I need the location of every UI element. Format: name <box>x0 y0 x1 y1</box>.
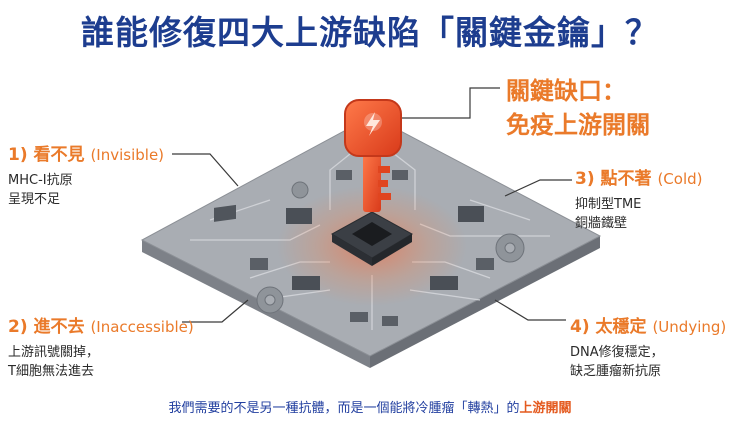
defect-undying: 4) 太穩定 (Undying) DNA修復穩定， 缺乏腫瘤新抗原 <box>570 312 726 381</box>
page-title: 誰能修復四大上游缺陷「關鍵金鑰」？ <box>81 13 659 52</box>
defect-description: 抑制型TME 銅牆鐵壁 <box>575 195 703 233</box>
defect-line: DNA修復穩定， <box>570 345 664 360</box>
key-icon <box>344 99 402 212</box>
defect-title: 2) 進不去 (Inaccessible) <box>8 312 194 337</box>
bottom-caption: 我們需要的不是另一種抗體，而是一個能將冷腫瘤「轉熱」的上游開關 <box>0 397 740 416</box>
key-label-line2: 免疫上游開關 <box>506 111 650 139</box>
defect-description: MHC-I抗原 呈現不足 <box>8 171 164 209</box>
defect-line: 抑制型TME <box>575 197 642 212</box>
defect-name: 看不見 <box>33 145 85 165</box>
defect-name: 太穩定 <box>595 317 647 337</box>
center-chip <box>330 211 414 266</box>
defect-number: 2) <box>8 317 28 337</box>
defect-name: 點不著 <box>600 169 652 189</box>
defect-number: 1) <box>8 145 28 165</box>
defect-title: 3) 點不著 (Cold) <box>575 164 703 189</box>
defect-line: 上游訊號關掉， <box>8 345 100 360</box>
board-edge <box>142 236 600 368</box>
defect-title: 4) 太穩定 (Undying) <box>570 312 726 337</box>
defect-english: (Undying) <box>652 318 727 336</box>
defect-english: (Invisible) <box>90 146 165 164</box>
key-label-line1: 關鍵缺口： <box>506 77 626 105</box>
defect-line: 缺乏腫瘤新抗原 <box>570 364 662 379</box>
defect-number: 4) <box>570 317 590 337</box>
board-components <box>214 170 494 326</box>
caption-text: 我們需要的不是另一種抗體，而是一個能將冷腫瘤「轉熱」的 <box>168 401 520 416</box>
defect-line: MHC-I抗原 <box>8 173 73 188</box>
gear-icon <box>256 181 525 314</box>
defect-name: 進不去 <box>33 317 85 337</box>
defect-line: 呈現不足 <box>8 192 61 207</box>
defect-number: 3) <box>575 169 595 189</box>
defect-line: 銅牆鐵壁 <box>575 216 628 231</box>
defect-line: T細胞無法進去 <box>8 364 94 379</box>
defect-inaccessible: 2) 進不去 (Inaccessible) 上游訊號關掉， T細胞無法進去 <box>8 312 194 381</box>
caption-highlight: 上游開關 <box>519 401 572 416</box>
defect-english: (Cold) <box>657 170 703 188</box>
defect-cold: 3) 點不著 (Cold) 抑制型TME 銅牆鐵壁 <box>575 164 703 233</box>
defect-invisible: 1) 看不見 (Invisible) MHC-I抗原 呈現不足 <box>8 140 164 209</box>
defect-title: 1) 看不見 (Invisible) <box>8 140 164 165</box>
key-gap-label: 關鍵缺口： 免疫上游開關 <box>506 74 650 142</box>
defect-description: DNA修復穩定， 缺乏腫瘤新抗原 <box>570 343 726 381</box>
defect-english: (Inaccessible) <box>90 318 194 336</box>
defect-description: 上游訊號關掉， T細胞無法進去 <box>8 343 194 381</box>
connector-lines <box>172 87 572 323</box>
